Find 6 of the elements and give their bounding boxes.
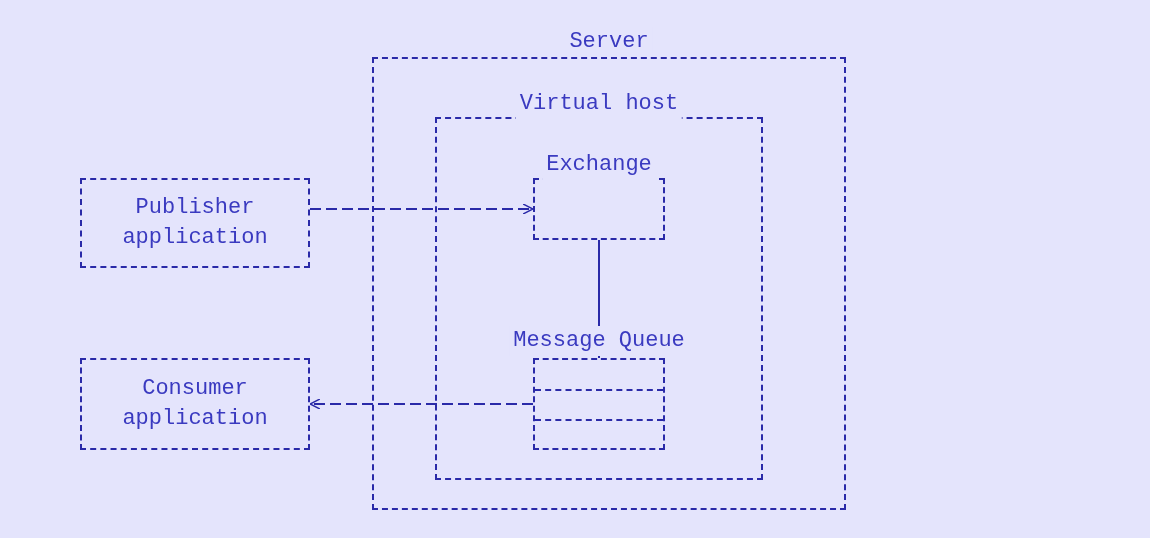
arrow [309,203,534,215]
arrow [309,398,534,410]
node-label: Consumer application [121,375,269,433]
application-box [80,358,310,450]
application-box [80,178,310,268]
node-label: Publisher application [121,194,269,252]
